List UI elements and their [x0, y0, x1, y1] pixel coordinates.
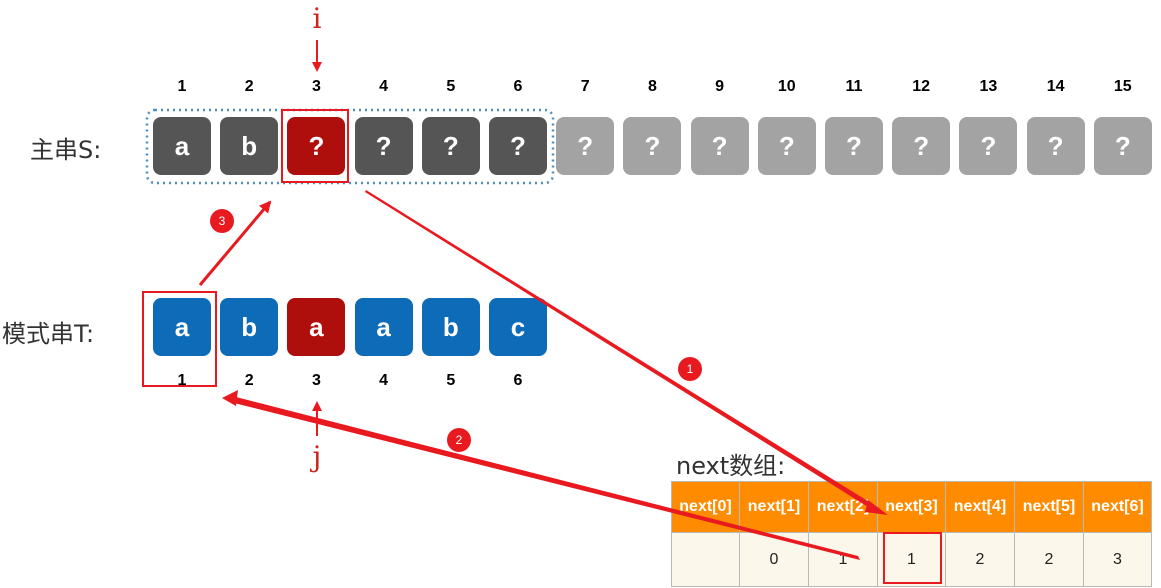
- next-value-cell: 2: [1014, 532, 1084, 587]
- main-char-box: ?: [556, 117, 615, 175]
- step-badge-3: 3: [210, 209, 234, 233]
- main-index-label: 14: [1046, 78, 1065, 95]
- main-char-box: a: [153, 117, 211, 175]
- pattern-char-box: a: [153, 298, 211, 356]
- main-char-box: ?: [1026, 117, 1085, 175]
- main-index-label: 15: [1113, 78, 1132, 95]
- main-char-box: ?: [690, 117, 749, 175]
- next-value-cell: 3: [1083, 532, 1152, 587]
- next-value-cell: [671, 532, 740, 587]
- next-header-cell: next[3]: [877, 481, 946, 533]
- next-array-header-row: next[0]next[1]next[2]next[3]next[4]next[…: [671, 481, 1152, 533]
- main-char-box: ?: [892, 117, 951, 175]
- step2-arrow-head: [222, 390, 238, 406]
- main-index-label: 13: [979, 78, 998, 95]
- current-s-highlight: [281, 109, 349, 183]
- main-char-box: ?: [489, 117, 547, 175]
- next-header-cell: next[1]: [739, 481, 809, 533]
- pattern-index-label: 6: [513, 372, 523, 389]
- step3-arrow: [198, 200, 272, 286]
- pattern-char-box: a: [354, 298, 413, 356]
- pattern-char-box: b: [220, 298, 279, 356]
- next-value-cell: 2: [945, 532, 1015, 587]
- pattern-index-label: 5: [446, 372, 456, 389]
- main-index-label: 11: [845, 78, 863, 95]
- pattern-index-label: 4: [379, 372, 389, 389]
- main-char-box: ?: [1093, 117, 1152, 175]
- pattern-char-box: c: [489, 298, 547, 356]
- main-char-box: ?: [757, 117, 816, 175]
- main-char-box: ?: [623, 117, 682, 175]
- next-array-table: next[0]next[1]next[2]next[3]next[4]next[…: [671, 481, 1152, 587]
- next-array-label: next数组:: [676, 452, 786, 480]
- j-marker: j: [312, 440, 322, 473]
- main-index-label: 4: [379, 78, 389, 95]
- next-value-cell: 1: [877, 532, 946, 587]
- next-header-cell: next[6]: [1083, 481, 1152, 533]
- step-badge-2: 2: [447, 428, 471, 452]
- main-char-box: ?: [959, 117, 1018, 175]
- main-index-label: 12: [912, 78, 931, 95]
- step2-arrow-body: [230, 396, 860, 560]
- next-header-cell: next[5]: [1014, 481, 1084, 533]
- main-char-box: ?: [287, 117, 346, 175]
- main-string-label: 主串S:: [30, 136, 102, 164]
- main-index-label: 8: [647, 78, 657, 95]
- next-value-cell: 1: [808, 532, 878, 587]
- main-index-label: 3: [311, 78, 321, 95]
- main-char-box: b: [220, 117, 279, 175]
- main-index-label: 5: [446, 78, 456, 95]
- main-char-box: ?: [421, 117, 480, 175]
- main-index-label: 1: [177, 78, 187, 95]
- next3-value-highlight: [883, 532, 942, 584]
- next-header-cell: next[4]: [945, 481, 1015, 533]
- pattern-index-label: 1: [177, 372, 187, 389]
- pattern-first-highlight: [142, 291, 217, 387]
- main-index-label: 7: [580, 78, 590, 95]
- main-index-label: 10: [777, 78, 796, 95]
- i-marker: i: [312, 2, 322, 35]
- step1-arrow-head: [865, 500, 888, 515]
- step-badge-1: 1: [678, 357, 702, 381]
- pattern-char-box: b: [421, 298, 480, 356]
- compared-section-border: [145, 108, 555, 185]
- main-index-label: 9: [715, 78, 725, 95]
- main-index-label: 6: [513, 78, 523, 95]
- main-index-label: 2: [244, 78, 254, 95]
- pattern-index-label: 2: [244, 372, 254, 389]
- pattern-string-label: 模式串T:: [2, 320, 95, 348]
- main-char-box: ?: [825, 117, 883, 175]
- step1-arrow-body: [365, 190, 879, 512]
- pattern-index-label: 3: [311, 372, 321, 389]
- main-char-box: ?: [354, 117, 413, 175]
- pattern-char-box: a: [287, 298, 346, 356]
